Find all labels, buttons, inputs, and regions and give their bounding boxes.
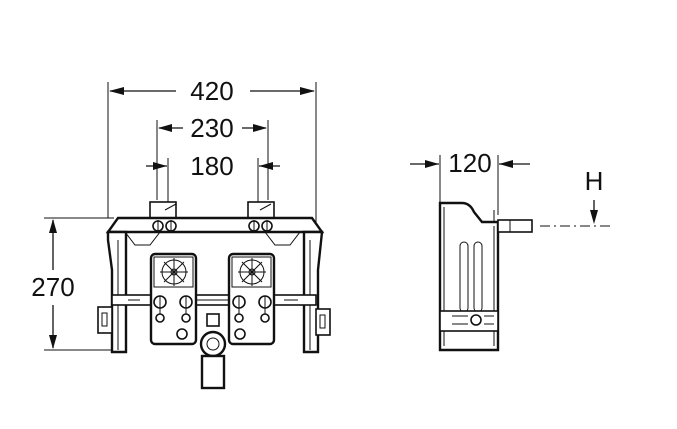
side-bottom-bracket <box>439 310 499 332</box>
central-outlet <box>199 330 227 358</box>
top-crossbar <box>105 216 325 234</box>
mounting-frame-side-view <box>438 201 533 352</box>
dimension-fixing-width <box>156 120 269 200</box>
dimension-height <box>44 217 114 351</box>
side-outlet-spout <box>497 219 533 233</box>
left-fixing-bracket <box>97 306 113 334</box>
dim-label-inlet-spacing: 180 <box>190 151 233 181</box>
outlet-pipe <box>200 354 226 390</box>
dimension-overall-width <box>107 82 317 222</box>
dim-label-depth: 120 <box>448 148 491 178</box>
left-inlet-tab <box>149 201 177 220</box>
dimension-depth <box>410 155 530 215</box>
right-fixing-bracket <box>315 308 331 336</box>
mounting-frame-front-view <box>97 201 331 390</box>
dim-label-height: 270 <box>31 272 74 302</box>
dimension-outlet-height-marker <box>540 200 610 227</box>
dim-label-fixing-width: 230 <box>190 113 233 143</box>
left-leg <box>106 230 128 354</box>
dim-label-outlet-height: H <box>585 166 604 196</box>
dim-label-overall-width: 420 <box>190 76 233 106</box>
central-outlet-connector <box>206 313 220 327</box>
